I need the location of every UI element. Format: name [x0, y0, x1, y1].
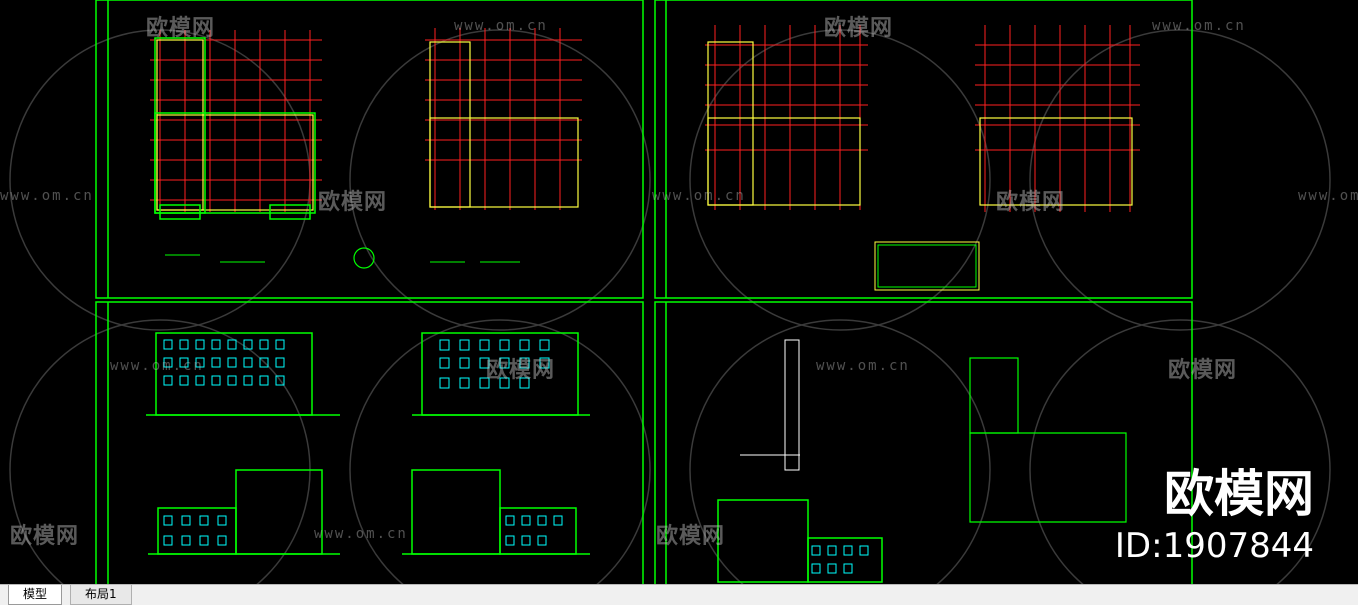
- floor-plan-1: [150, 30, 322, 263]
- watermark-brand: 欧模网: [1168, 358, 1238, 383]
- watermark-brand: 欧模网: [996, 190, 1066, 215]
- section-detail: [717, 339, 1127, 583]
- layout-tab-bar: 模型 布局1: [0, 584, 1358, 605]
- watermark-brand: 欧模网: [146, 16, 216, 41]
- elevation-rear: [412, 332, 590, 416]
- watermark-brand: 欧模网: [486, 358, 556, 383]
- watermark-brand: 欧模网: [824, 16, 894, 41]
- tab-model[interactable]: 模型: [8, 585, 63, 605]
- cad-model-canvas[interactable]: 欧模网 欧模网 欧模网 欧模网 欧模网 欧模网 欧模网 欧模网 www.om.c…: [0, 0, 1358, 584]
- brand-logo-text: 欧模网: [1164, 465, 1314, 523]
- watermark-url: www.om.cn: [0, 188, 94, 204]
- elevation-side: [148, 469, 590, 555]
- elevation-front: [146, 332, 340, 416]
- watermark-brand: 欧模网: [10, 524, 80, 549]
- floor-plan-2: [353, 28, 582, 269]
- tab-layout1[interactable]: 布局1: [70, 585, 132, 605]
- model-id-label: ID:1907844: [1114, 526, 1314, 566]
- watermark-url: www.om.cn: [314, 526, 408, 542]
- watermark-url: www.om.cn: [1152, 18, 1246, 34]
- sheet-frames: [95, 0, 1193, 584]
- watermark-brand: 欧模网: [656, 524, 726, 549]
- watermark-url: www.om.cn: [1298, 188, 1358, 204]
- watermark-brand: 欧模网: [318, 190, 388, 215]
- roof-plan-2: [975, 25, 1140, 212]
- roof-plan-1: [705, 25, 980, 291]
- watermark-circles: [9, 29, 1331, 584]
- watermark-url: www.om.cn: [110, 358, 204, 374]
- watermark-url: www.om.cn: [652, 188, 746, 204]
- watermark-url: www.om.cn: [816, 358, 910, 374]
- watermark-url: www.om.cn: [454, 18, 548, 34]
- drawing-svg: [9, 0, 1331, 584]
